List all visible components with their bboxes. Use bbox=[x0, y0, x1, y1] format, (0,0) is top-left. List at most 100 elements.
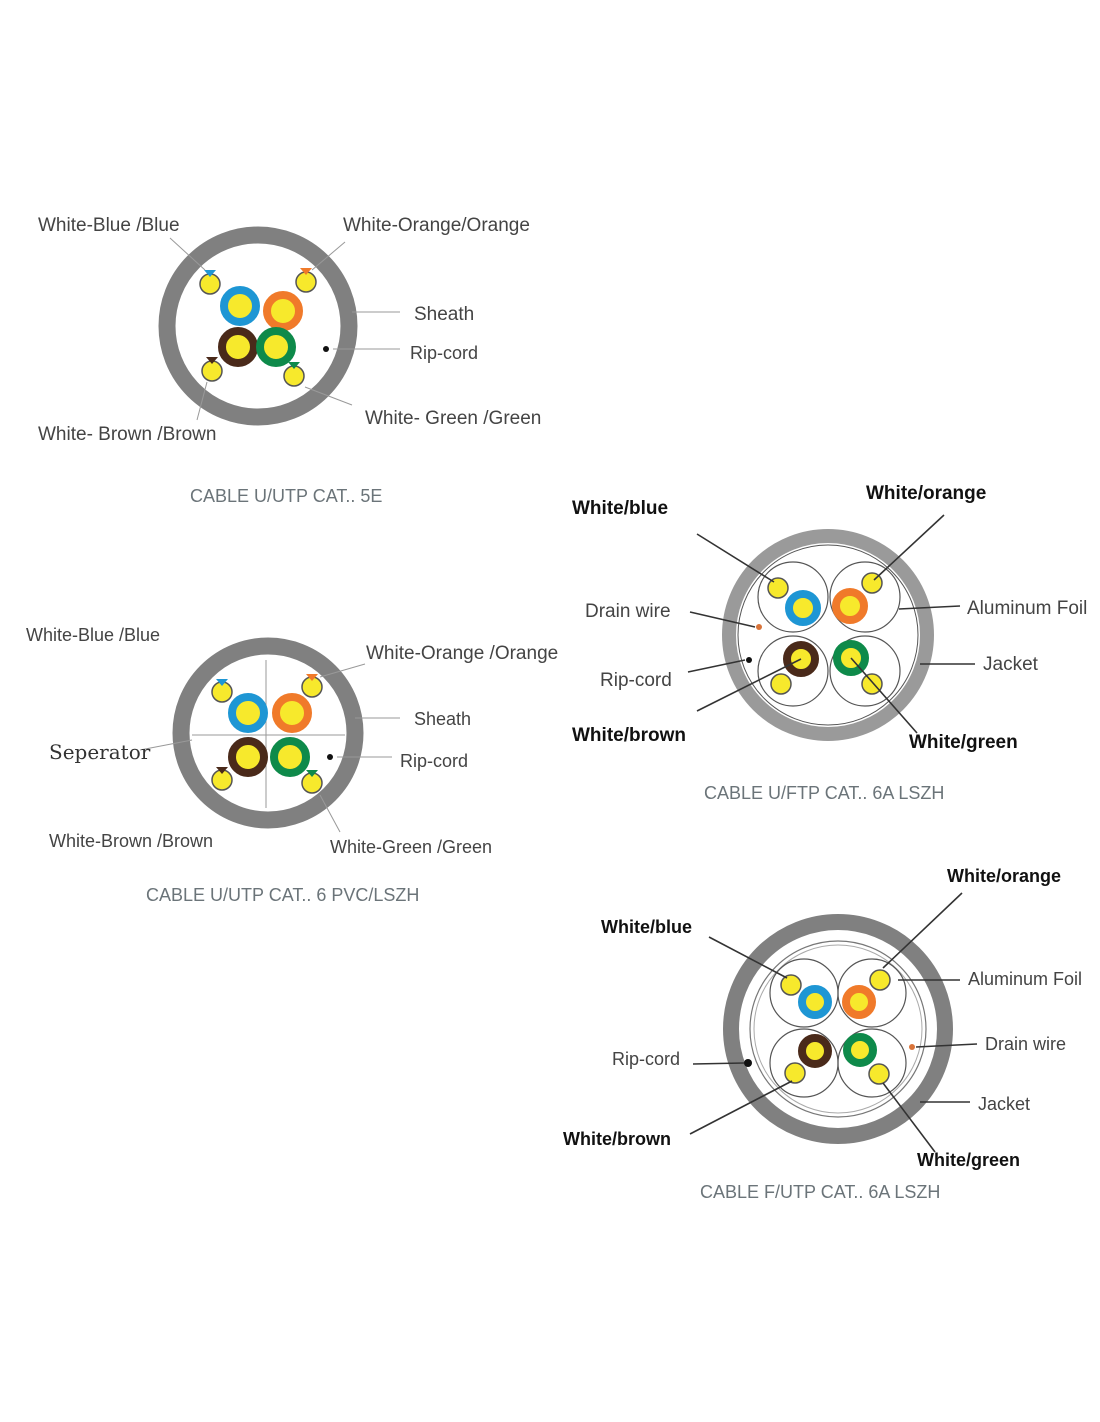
label-white-brown: White/brown bbox=[563, 1129, 671, 1149]
label-white-green: White- Green /Green bbox=[365, 408, 541, 429]
inner-boundary bbox=[737, 544, 919, 726]
wire-brown bbox=[228, 737, 268, 777]
label-white-green: White/green bbox=[917, 1150, 1020, 1170]
foil-shield bbox=[749, 940, 927, 1118]
leader-white-green bbox=[304, 386, 353, 406]
rip-cord-dot bbox=[323, 346, 329, 352]
label-white-orange: White-Orange /Orange bbox=[366, 643, 558, 664]
wire-white-blue-stripe-mark bbox=[216, 679, 228, 686]
leader-drain-wire bbox=[915, 1043, 978, 1048]
leader-white-green bbox=[882, 1082, 936, 1153]
leader-white-brown bbox=[196, 381, 208, 421]
jacket-ring bbox=[722, 529, 934, 741]
label-rip-cord: Rip-cord bbox=[612, 1049, 680, 1069]
wire-white-green-core bbox=[861, 673, 883, 695]
caption-utp-cat5e: CABLE U/UTP CAT.. 5E bbox=[190, 486, 382, 506]
label-white-brown: White- Brown /Brown bbox=[38, 424, 216, 445]
label-drain-wire: Drain wire bbox=[585, 601, 671, 622]
leader-white-orange bbox=[873, 514, 945, 581]
pair-green bbox=[837, 1028, 907, 1098]
wire-blue bbox=[228, 693, 268, 733]
sheath-ring bbox=[172, 637, 364, 829]
wire-green bbox=[256, 327, 296, 367]
wire-white-green-stripe-mark bbox=[306, 770, 318, 777]
leader-white-blue bbox=[696, 533, 775, 583]
wire-white-orange-stripe-mark bbox=[300, 268, 312, 275]
leader-white-green bbox=[850, 657, 918, 734]
leader-white-brown bbox=[696, 658, 802, 712]
caption-uftp-cat6a: CABLE U/FTP CAT.. 6A LSZH bbox=[704, 783, 944, 803]
label-white-green: White-Green /Green bbox=[330, 837, 492, 857]
rip-cord-dot bbox=[327, 754, 333, 760]
leader-separator bbox=[139, 739, 193, 751]
label-aluminum-foil: Aluminum Foil bbox=[967, 598, 1087, 619]
label-rip-cord: Rip-cord bbox=[600, 670, 672, 691]
wire-white-brown-core bbox=[784, 1062, 806, 1084]
wire-white-orange-stripe-mark bbox=[306, 674, 318, 681]
foil-pair-blue bbox=[757, 561, 829, 633]
leader-white-orange bbox=[311, 241, 346, 271]
jacket-ring bbox=[723, 914, 953, 1144]
wire-white-blue-core bbox=[780, 974, 802, 996]
wire-orange bbox=[263, 291, 303, 331]
label-rip-cord: Rip-cord bbox=[410, 343, 478, 363]
caption-futp-cat6a: CABLE F/UTP CAT.. 6A LSZH bbox=[700, 1182, 940, 1202]
wire-brown bbox=[798, 1034, 832, 1068]
diagram-utp-cat5e: White-Blue /Blue White-Orange/Orange She… bbox=[38, 215, 541, 506]
label-white-orange: White/orange bbox=[947, 866, 1061, 886]
label-aluminum-foil: Aluminum Foil bbox=[968, 969, 1082, 989]
label-drain-wire: Drain wire bbox=[985, 1034, 1066, 1054]
wire-orange bbox=[842, 985, 876, 1019]
label-white-blue: White/blue bbox=[601, 917, 692, 937]
label-white-green: White/green bbox=[909, 732, 1018, 753]
rip-cord-dot bbox=[744, 1059, 752, 1067]
drain-wire-dot bbox=[756, 624, 762, 630]
label-white-orange: White-Orange/Orange bbox=[343, 215, 530, 236]
wire-brown bbox=[218, 327, 258, 367]
label-sheath: Sheath bbox=[414, 304, 474, 325]
label-separator: Seperator bbox=[49, 740, 151, 764]
wire-orange bbox=[272, 693, 312, 733]
wire-white-brown-stripe-mark bbox=[206, 357, 218, 364]
leader-white-orange bbox=[882, 892, 963, 969]
leader-white-green bbox=[319, 794, 341, 833]
leader-white-blue bbox=[169, 237, 206, 271]
label-white-brown: White/brown bbox=[572, 725, 686, 746]
leader-white-blue bbox=[708, 936, 788, 979]
pair-orange bbox=[837, 958, 907, 1028]
label-white-blue: White-Blue /Blue bbox=[38, 215, 180, 236]
label-rip-cord: Rip-cord bbox=[400, 751, 468, 771]
foil-pair-green bbox=[829, 635, 901, 707]
leader-white-orange bbox=[319, 663, 366, 678]
wire-blue bbox=[220, 286, 260, 326]
label-white-orange: White/orange bbox=[866, 483, 986, 504]
wire-blue bbox=[785, 590, 821, 626]
diagram-futp-cat6a: White/orange White/blue Aluminum Foil Dr… bbox=[563, 866, 1082, 1202]
wire-green bbox=[270, 737, 310, 777]
leader-white-brown bbox=[689, 1080, 793, 1135]
wire-white-blue-stripe-mark bbox=[204, 270, 216, 277]
label-white-brown: White-Brown /Brown bbox=[49, 831, 213, 851]
wire-white-blue-core bbox=[767, 577, 789, 599]
wire-blue bbox=[798, 985, 832, 1019]
label-jacket: Jacket bbox=[978, 1094, 1030, 1114]
drain-wire-dot bbox=[909, 1044, 915, 1050]
wire-orange bbox=[832, 588, 868, 624]
label-jacket: Jacket bbox=[983, 654, 1039, 675]
label-sheath: Sheath bbox=[414, 709, 471, 729]
label-white-blue: White-Blue /Blue bbox=[26, 625, 160, 645]
diagram-utp-cat6: White-Blue /Blue White-Orange /Orange Sh… bbox=[26, 625, 558, 905]
wire-white-orange-core bbox=[869, 969, 891, 991]
leader-aluminum-foil bbox=[898, 605, 961, 610]
foil-shield-inner bbox=[753, 944, 923, 1114]
leader-drain-wire bbox=[689, 611, 756, 628]
leader-rip-cord bbox=[687, 659, 746, 673]
foil-pair-orange bbox=[829, 561, 901, 633]
wire-white-brown-stripe-mark bbox=[216, 767, 228, 774]
rip-cord-dot bbox=[746, 657, 752, 663]
diagram-uftp-cat6a: White/blue White/orange Drain wire Alumi… bbox=[572, 483, 1087, 803]
wire-white-brown-core bbox=[770, 673, 792, 695]
caption-utp-cat6: CABLE U/UTP CAT.. 6 PVC/LSZH bbox=[146, 885, 419, 905]
leader-rip-cord bbox=[692, 1062, 745, 1065]
